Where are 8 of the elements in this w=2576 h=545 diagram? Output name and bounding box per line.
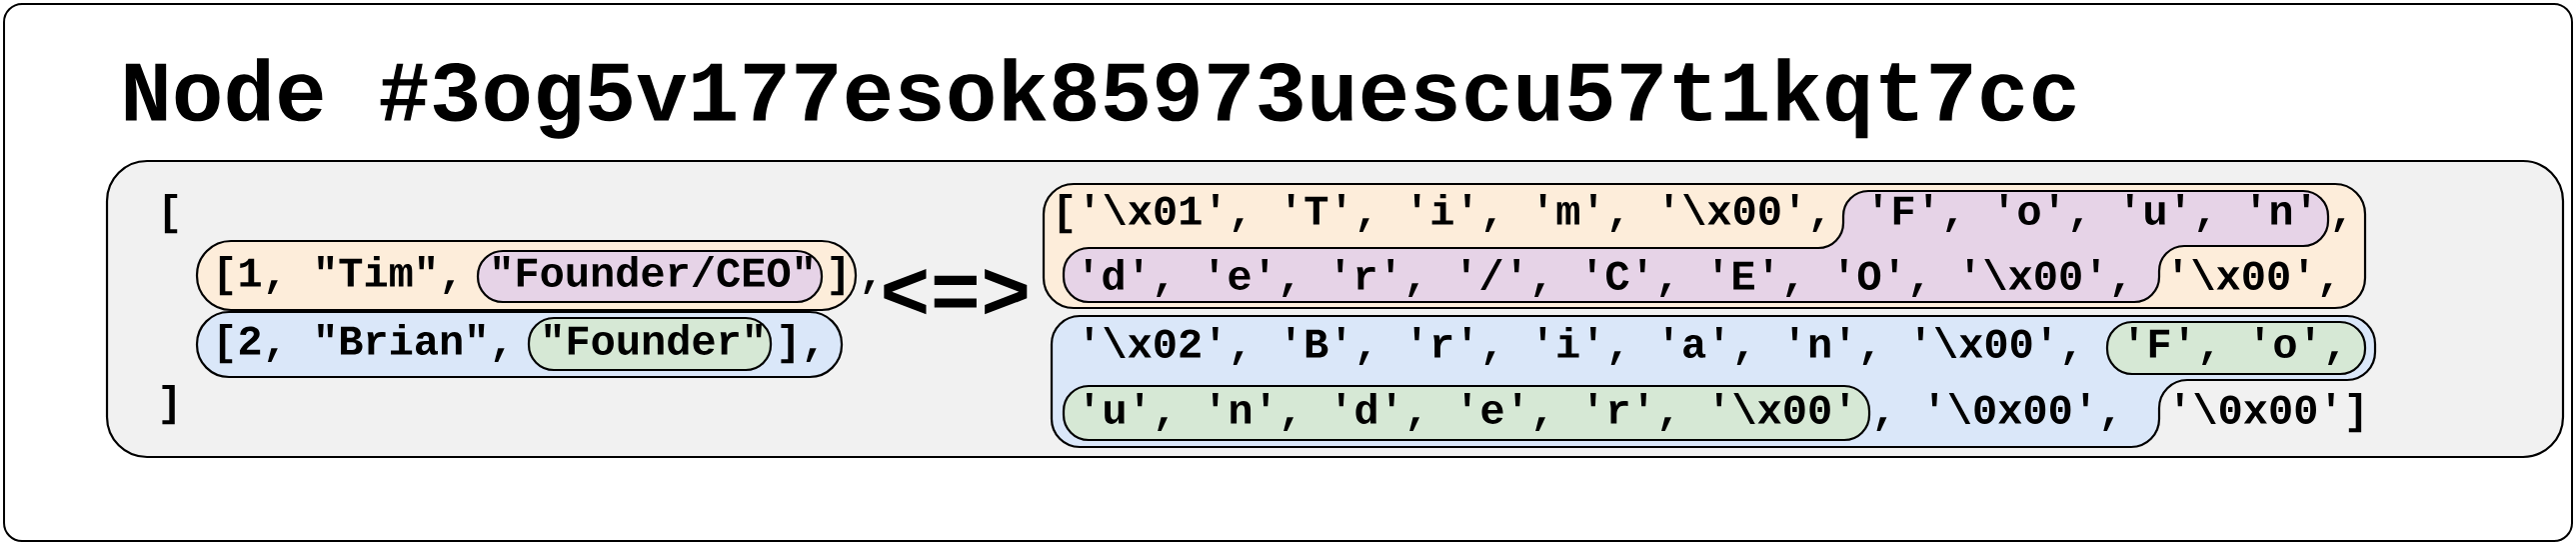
- highlight-pill: "Founder": [527, 316, 773, 372]
- code-text: '\0x00']: [2177, 393, 2362, 433]
- equivalence-sign: <=>: [884, 269, 1028, 315]
- node-title: Node #3og5v177esok85973uescu57t1kqt7cc: [125, 58, 2075, 139]
- comma: ,: [864, 280, 875, 294]
- highlight-pill: 'u', 'n', 'd', 'e', 'r', '\x00': [1062, 384, 1871, 442]
- highlight-pill: 'F', 'o',: [2105, 320, 2367, 376]
- highlight-pill: "Founder/CEO": [476, 249, 824, 304]
